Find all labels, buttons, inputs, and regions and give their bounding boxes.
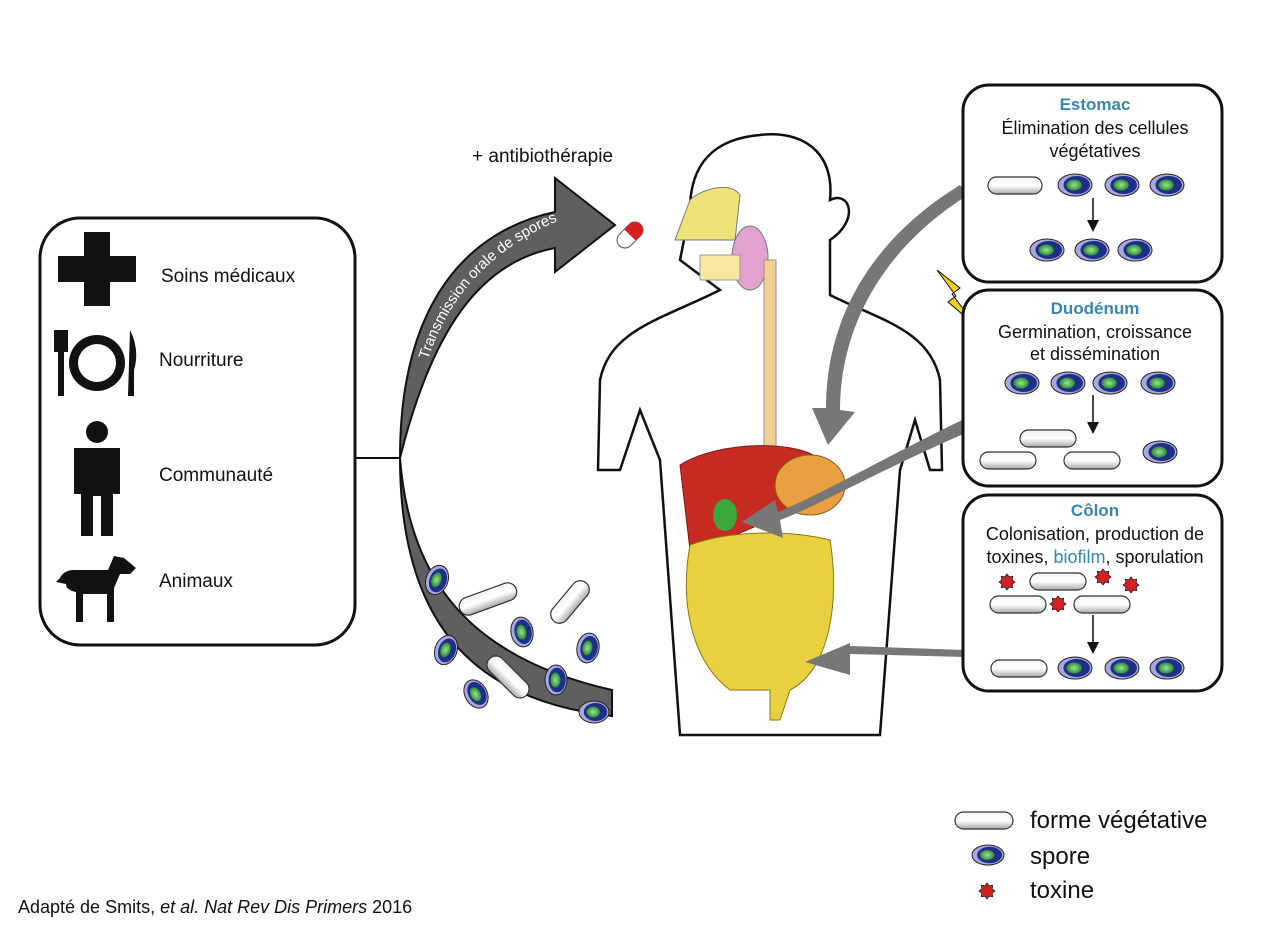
toxin-icon: [978, 882, 996, 900]
colon-pointer-arrow: [805, 643, 965, 675]
legend-toxin-label: toxine: [1030, 877, 1094, 904]
stage-title: Duodénum: [1051, 299, 1140, 318]
vegetative-rod-icon: [486, 655, 530, 699]
vegetative-rod-icon: [990, 659, 1048, 678]
duodenum-pointer-arrow: [742, 420, 968, 538]
spore-icon: [1004, 371, 1040, 395]
spore-icon: [1057, 656, 1093, 680]
vegetative-rod-icon: [954, 811, 1014, 830]
spore-icon: [1057, 173, 1093, 197]
toxin-icon: [1094, 568, 1112, 586]
human-body-illustration: [596, 133, 944, 737]
spore-icon: [578, 700, 610, 724]
vegetative-rod-icon: [1063, 451, 1121, 470]
spore-icon: [1140, 371, 1176, 395]
vegetative-rod-icon: [1029, 572, 1087, 591]
spore-icon: [1092, 371, 1128, 395]
source-medical-label: Soins médicaux: [161, 266, 296, 287]
stage-description: Élimination des cellules: [1001, 118, 1188, 138]
stage-description: toxines, biofilm, sporulation: [986, 547, 1203, 567]
stage-title: Côlon: [1071, 501, 1119, 520]
stage-colon-panel: Côlon Colonisation, production de toxine…: [961, 493, 1224, 693]
spore-icon: [424, 564, 450, 596]
source-food-label: Nourriture: [159, 350, 243, 371]
legend-vegetative-label: forme végétative: [1030, 807, 1207, 834]
source-community-label: Communauté: [159, 465, 273, 486]
spore-icon: [1149, 173, 1185, 197]
legend: forme végétative spore toxine: [1030, 807, 1207, 904]
medical-cross-icon: [58, 232, 136, 306]
spore-icon: [463, 679, 489, 709]
stage-description: végétatives: [1049, 141, 1140, 161]
vegetative-rod-icon: [550, 580, 590, 624]
toxin-icon: [998, 573, 1016, 591]
dog-icon: [56, 556, 136, 622]
spore-icon: [1104, 173, 1140, 197]
fork-plate-knife-icon: [54, 330, 137, 396]
legend-spore-label: spore: [1030, 843, 1090, 870]
vegetative-rod-icon: [989, 595, 1047, 614]
spore-icon: [1142, 440, 1178, 464]
vegetative-rod-icon: [987, 176, 1043, 195]
person-icon: [74, 421, 120, 536]
spore-icon: [1074, 238, 1110, 262]
spore-icon: [576, 632, 600, 664]
spore-icon: [1117, 238, 1153, 262]
spore-icon: [971, 844, 1005, 866]
vegetative-rod-icon: [1073, 595, 1131, 614]
vegetative-rod-icon: [979, 451, 1037, 470]
vegetative-rod-icon: [458, 582, 518, 616]
citation: Adapté de Smits, et al. Nat Rev Dis Prim…: [18, 897, 412, 917]
spore-icon: [1050, 371, 1086, 395]
oral-transmission-arrow: [399, 175, 617, 459]
stage-stomach-panel: Estomac Élimination des cellules végétat…: [961, 83, 1224, 284]
toxin-icon: [1049, 595, 1067, 613]
stage-title: Estomac: [1060, 95, 1131, 114]
vegetative-rod-icon: [1019, 429, 1077, 448]
stage-description: et dissémination: [1030, 344, 1160, 364]
spore-icon: [544, 664, 568, 696]
spore-icon: [510, 616, 534, 648]
spore-icon: [1029, 238, 1065, 262]
spore-icon: [433, 634, 459, 666]
source-animals-label: Animaux: [159, 571, 233, 592]
stomach-pointer-arrow: [812, 185, 968, 445]
toxin-icon: [1122, 576, 1140, 594]
spore-icon: [1104, 656, 1140, 680]
oral-transmission-label: Transmission orale de spores: [416, 209, 560, 361]
sources-panel: Soins médicaux Nourriture Communauté Ani…: [38, 216, 357, 647]
antibiotic-capsule-icon: [616, 221, 644, 249]
spore-icon: [1149, 656, 1185, 680]
stage-description: Colonisation, production de: [986, 524, 1204, 544]
antibiotic-label: + antibiothérapie: [472, 146, 613, 167]
stage-description: Germination, croissance: [998, 322, 1192, 342]
